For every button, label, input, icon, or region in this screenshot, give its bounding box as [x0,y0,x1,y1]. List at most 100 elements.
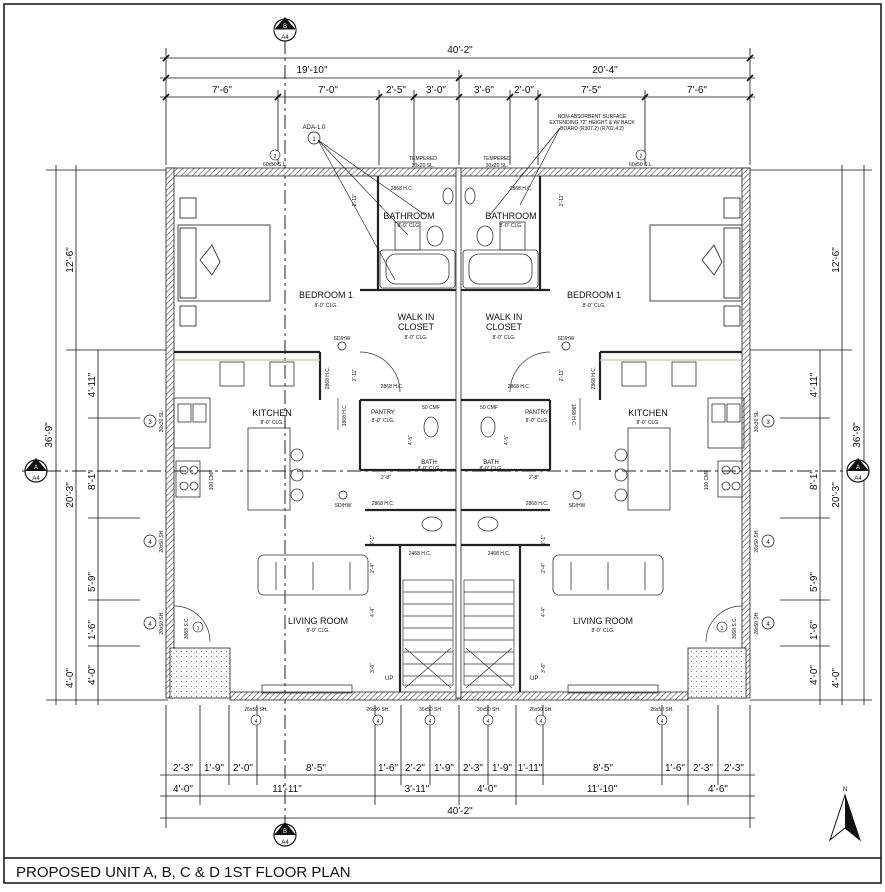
room-closet-right: WALK IN [486,312,523,322]
note-sdhw-bed-right: SD/HW [558,336,575,342]
note-fan-right: 50 CMF [480,405,498,411]
dim-3-6: 3'-6" [370,663,376,673]
porch-left [169,647,231,699]
note-window-side: 26x50 SH. [754,529,760,552]
room-living-right-clg: 8'-0" CLG. [591,628,614,634]
note-hood-left: 100 CMF [209,470,215,491]
dim-bottom-seg: 1'-9" [492,763,512,774]
callout-tag [307,131,321,145]
dim-bottom-seg: 2'-0" [233,763,253,774]
dim-left-seg: 4'-11" [87,372,98,397]
dim-2-8: 2'-8" [381,475,391,481]
dim-right-seg: 8'-1" [809,470,820,490]
right-dimensions [750,165,872,705]
room-bath-left: BATH [421,460,437,466]
room-closet-right-clg: 8'-0" CLG. [492,335,515,341]
dim-2-11: 2'-11" [559,194,565,207]
note-fan-left: 50 CMF [422,405,440,411]
callout-tag-text: 3 [766,420,770,426]
dim-bottom-seg: 1'-9" [204,763,224,774]
sofa-right [552,554,664,694]
note-window-bottom: 30x50 SH [477,707,499,713]
note-window-bed-left: 60x50 S.L. [263,162,287,168]
leader-lines [317,127,561,281]
note-window-side: 26x50 SH. [754,611,760,634]
dim-top-seg: 7'-5" [581,85,601,96]
north-label: N [843,787,847,793]
callout-tag-text: 4 [148,622,152,628]
callout-tag-text: 1 [721,626,724,632]
room-living-left-clg: 8'-0" CLG. [306,628,329,634]
bed-left [177,197,271,327]
note-entry-door-right: 3068 S.C. [732,617,738,639]
exterior-walls [165,167,751,701]
callout-tag-text: 4 [487,719,490,725]
dim-2-4: 2'-4" [541,563,547,573]
room-bedroom-left: BEDROOM 1 [299,290,353,300]
note-entry-door-left: 3068 S.C. [184,617,190,639]
room-bathroom-right: BATHROOM [485,211,536,221]
dim-2-4: 2'-4" [370,563,376,573]
sofa-left [257,554,369,694]
callout-tag-text: 4 [766,540,770,546]
callout-tag-text: 4 [148,540,152,546]
note-door-bath-right: 2868 H.C. [510,186,533,192]
stair-up-right: UP [530,676,538,682]
note-door-kitchen-left: 2868 H.C. [325,367,331,390]
room-pantry-right: PANTRY [525,410,549,416]
room-bedroom-right-clg: 8'-0" CLG. [582,303,605,309]
section-sheet: A4 [32,476,40,482]
note-sdhw-left: SD/HW [335,503,352,509]
room-kitchen-left-clg: 8'-0" CLG. [260,420,283,426]
smoke-detector-icon [337,341,347,351]
dim-bottom-seg: 4'-0" [173,784,193,795]
callout-tag-text: 2 [640,154,643,160]
section-letter: A [34,465,38,471]
dim-bottom-seg: 1'-9" [434,763,454,774]
room-pantry-left-clg: 8'-0" CLG. [371,418,394,424]
room-bathroom-right-clg: 8'-0" CLG. [499,223,522,229]
sheet-border [3,3,882,884]
dim-top-seg: 7'-6" [687,85,707,96]
toilet-right [480,416,496,438]
dim-bottom-seg: 11'-10" [587,784,618,795]
callout-tag-text: 1 [312,137,316,143]
dim-left-seg: 8'-1" [87,470,98,490]
dim-2-1: 2'-1" [541,535,547,545]
dim-left-seg: 1'-6" [87,620,98,640]
dim-2-8: 2'-8" [529,475,539,481]
dim-left-seg: 5'-9" [87,572,98,592]
dim-top-seg: 2'-0" [514,85,534,96]
room-bedroom-left-clg: 8'-0" CLG. [314,303,337,309]
section-letter: B [283,829,287,835]
dim-4-5: 4'-5" [408,435,414,445]
dim-4-4: 4'-4" [541,607,547,617]
note-door-bath-left: 2868 H.C. [391,186,414,192]
dim-bottom-seg: 1'-6" [665,763,685,774]
note-non-absorbent-1: NON-ABSORBENT SURFACE [558,114,627,120]
toilet-left [423,416,439,438]
dim-top-right-half: 20'-4" [592,65,618,76]
dim-right-seg: 4'-11" [809,372,820,397]
dim-3-6: 3'-6" [541,663,547,673]
bottom-window-callouts: 26x50 SH. 4 26x50 SH. 4 30x50 SH 4 30x50… [244,707,674,726]
note-non-absorbent-2: EXTENDING 72" HEIGHT & W/ BACK [549,120,635,126]
stairs-left [402,579,454,689]
bottom-dims-row2: 4'-0" 11'-11" 3'-11" 4'-0" 11'-10" 4'-6" [173,784,728,795]
callout-tag-text: 3 [148,420,152,426]
smoke-detector-icon [572,490,582,500]
room-bathroom-left-clg: 8'-0" CLG. [397,223,420,229]
note-door-pantry-left: 1868 H.C. [342,404,348,427]
callout-tag-text: 4 [255,719,258,725]
dim-bottom-seg: 3'-11" [405,784,430,795]
room-living-left: LIVING ROOM [288,616,348,626]
door-swings [173,351,743,643]
section-sheet: A4 [854,476,862,482]
section-marker-top: B A4 [273,17,297,42]
dim-left-seg: 4'-0" [87,665,98,685]
side-window-callouts: 3 30x30 SL. 3 30x30 SL. 4 20x50 SH. 4 26… [143,410,775,639]
note-door-stair-right: 2468 H.C. [488,551,511,557]
note-hood-right: 100 CMF [704,470,710,491]
room-pantry-right-clg: 8'-0" CLG. [525,418,548,424]
note-door-bath2-right: 2868 H.C. [526,501,549,507]
